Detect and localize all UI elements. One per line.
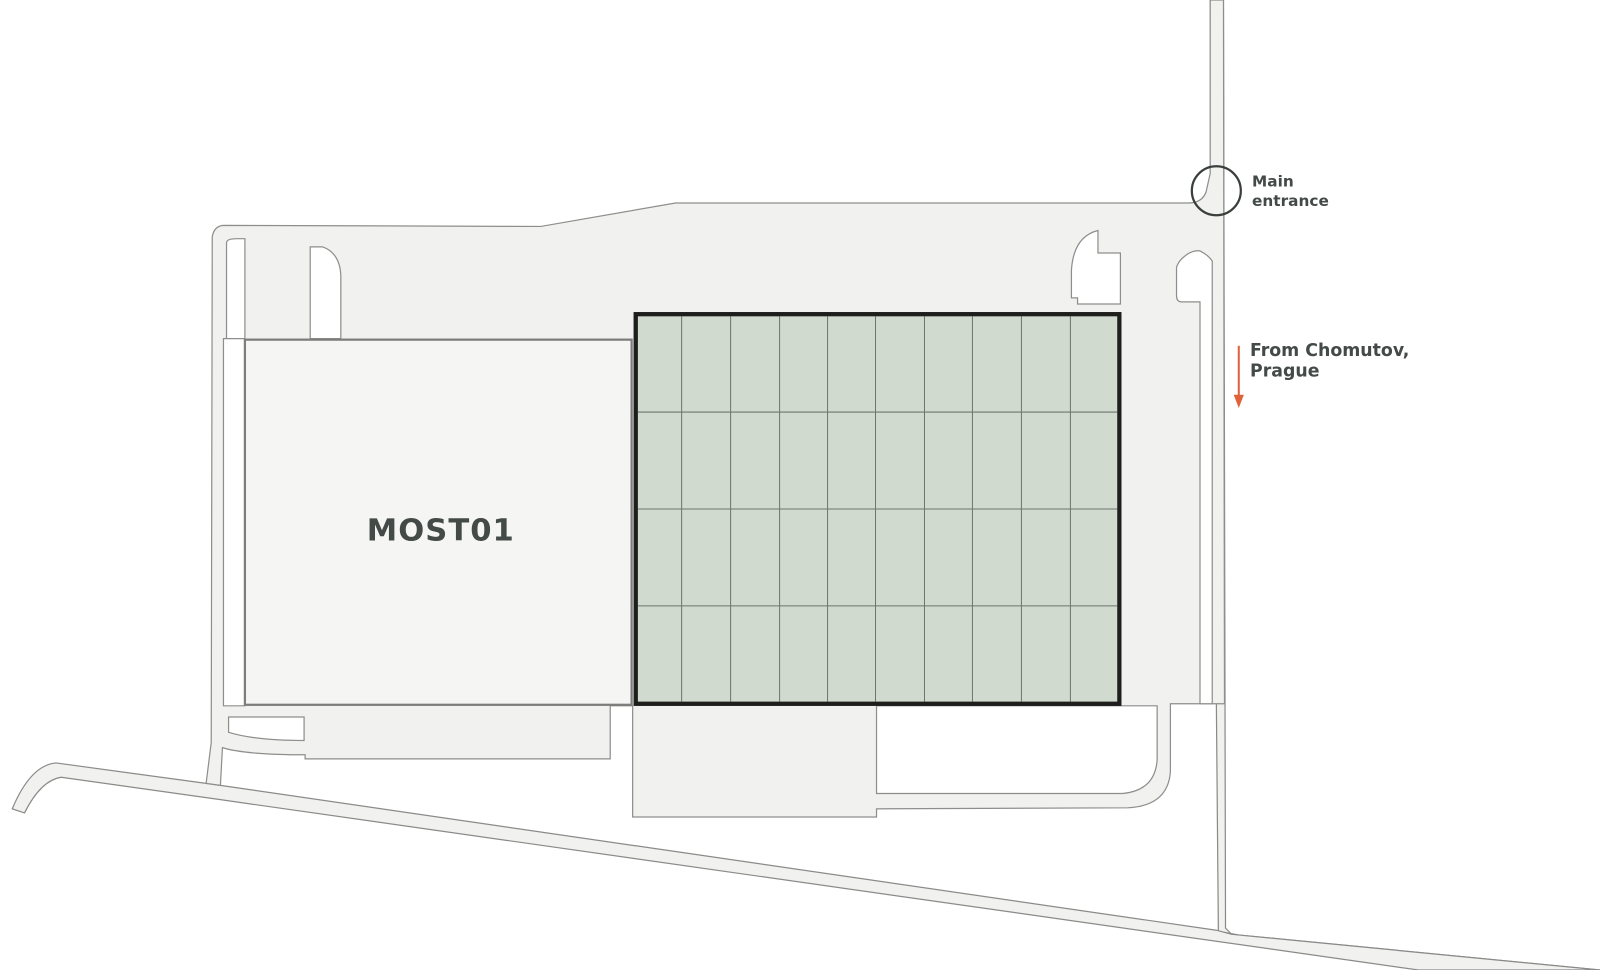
main-entrance-marker[interactable] xyxy=(1190,165,1242,217)
island-right-shape xyxy=(1070,229,1122,305)
strip-left-of-building xyxy=(222,338,246,707)
solar-area[interactable] xyxy=(633,312,1122,706)
island-right-tongue xyxy=(1175,250,1213,705)
island-left-strip xyxy=(225,238,246,340)
building-most01[interactable] xyxy=(243,338,633,706)
direction-label-line2: Prague xyxy=(1250,361,1319,381)
entrance-label-line1: Main xyxy=(1252,173,1294,191)
solar-grid-lines xyxy=(635,314,1120,704)
access-road-vertical xyxy=(1209,0,1600,970)
island-bottom-left xyxy=(227,716,305,742)
direction-label-line1: From Chomutov, xyxy=(1250,341,1409,361)
island-left-tongue xyxy=(309,246,342,340)
arrow-down-icon xyxy=(1233,345,1244,408)
island-bottom-right xyxy=(875,705,1158,795)
building-label: MOST01 xyxy=(367,514,515,549)
entrance-label-line2: entrance xyxy=(1252,192,1329,210)
main-road-diagonal xyxy=(11,762,1600,970)
